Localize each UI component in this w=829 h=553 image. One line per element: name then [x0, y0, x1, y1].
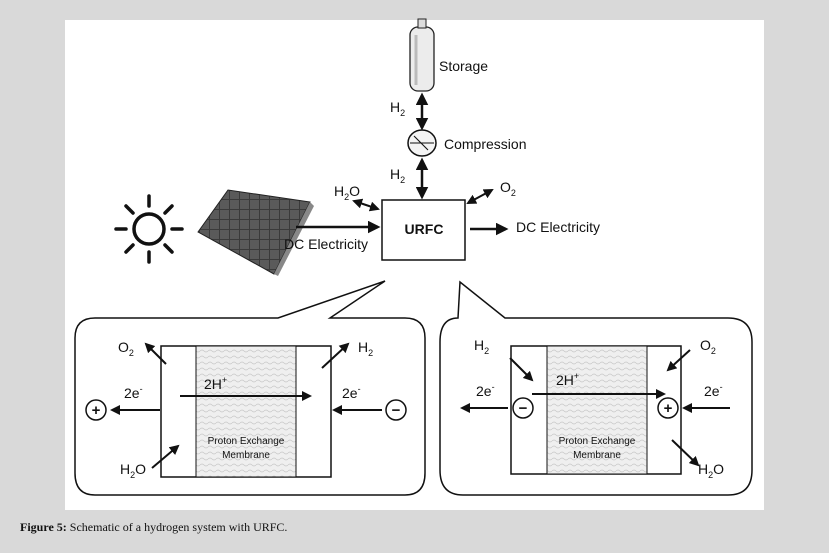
compressor-icon [407, 129, 437, 157]
caption-text: Schematic of a hydrogen system with URFC… [66, 520, 288, 534]
compression-label: Compression [444, 136, 526, 152]
right-fuel-cell [510, 345, 682, 475]
left-minus-sign: − [392, 402, 401, 419]
right-2h-label: 2H+ [556, 371, 579, 388]
left-o2-arrow [144, 342, 167, 365]
right-o2-arrow [666, 349, 691, 372]
right-plus-sign: + [664, 400, 673, 417]
h2o-label: H2O [334, 183, 360, 202]
h2-upper-label: H2 [390, 99, 405, 118]
left-2e-right-label: 2e- [342, 384, 361, 401]
figure-caption: Figure 5: Schematic of a hydrogen system… [20, 520, 287, 535]
urfc-box [381, 199, 466, 261]
right-h2o-label: H2O [698, 461, 724, 480]
left-positive-terminal-icon [85, 399, 107, 421]
left-h2-label: H2 [358, 339, 373, 358]
h2-lower-label: H2 [390, 166, 405, 185]
left-2h-label: 2H+ [204, 375, 227, 392]
o2-arrow [466, 189, 494, 204]
right-o2-label: O2 [700, 337, 716, 356]
left-h2o-arrow [151, 444, 180, 469]
figure-number: Figure 5: [20, 520, 67, 534]
storage-tank-icon [409, 18, 435, 92]
left-plus-sign: + [92, 402, 101, 419]
right-minus-sign: − [519, 400, 528, 417]
dc-input-label: DC Electricity [284, 236, 368, 252]
right-membrane-label-2: Membrane [573, 450, 621, 461]
h2o-arrow [352, 198, 380, 212]
sun-icon [114, 194, 184, 264]
left-negative-terminal-icon [385, 399, 407, 421]
left-membrane-label-2: Membrane [222, 450, 270, 461]
dc-output-label: DC Electricity [516, 219, 600, 235]
storage-label: Storage [439, 58, 488, 74]
right-membrane-label-1: Proton Exchange [559, 436, 636, 447]
right-membrane [546, 345, 648, 475]
right-h2-arrow [509, 357, 534, 382]
left-h2-arrow [321, 342, 350, 369]
right-h2o-arrow [671, 439, 700, 467]
left-h2o-label: H2O [120, 461, 146, 480]
right-positive-terminal-icon [657, 397, 679, 419]
left-membrane [195, 345, 297, 478]
solar-panel-icon [197, 189, 314, 276]
right-2e-left-label: 2e- [476, 382, 495, 399]
urfc-label: URFC [405, 221, 444, 237]
right-negative-terminal-icon [512, 397, 534, 419]
o2-label: O2 [500, 179, 516, 198]
right-2e-right-label: 2e- [704, 382, 723, 399]
left-electrolysis-cell [160, 345, 332, 478]
left-o2-label: O2 [118, 339, 134, 358]
right-h2-label: H2 [474, 337, 489, 356]
left-membrane-label-1: Proton Exchange [208, 436, 285, 447]
left-2e-left-label: 2e- [124, 384, 143, 401]
